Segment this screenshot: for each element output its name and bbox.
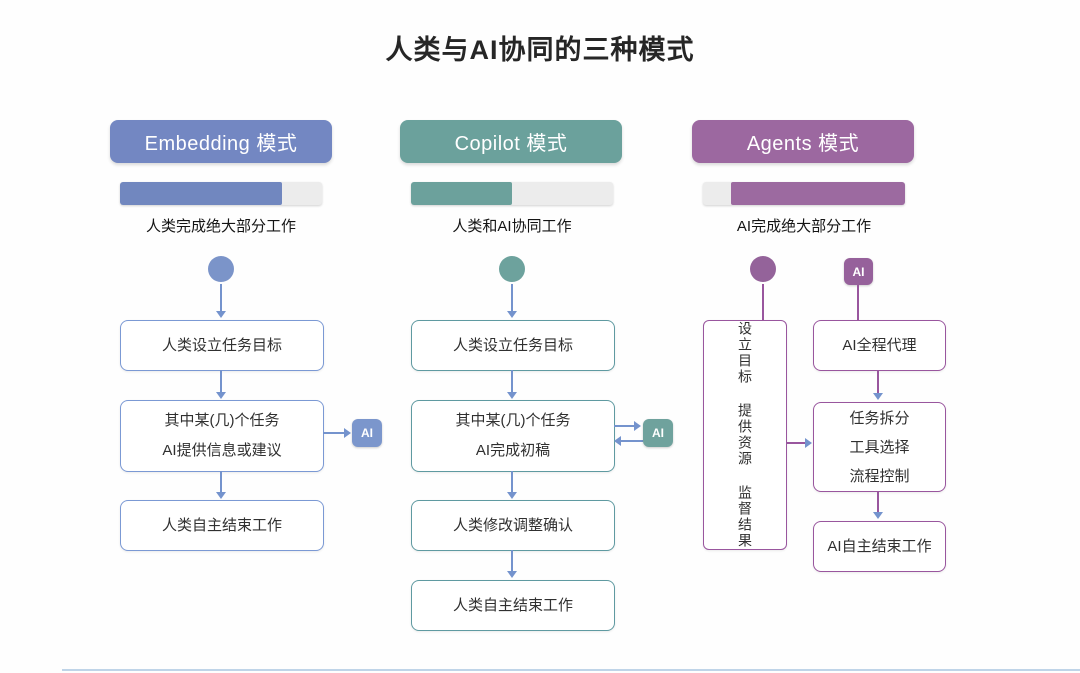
agents-mode-header: Agents 模式	[692, 120, 914, 163]
embedding-start-circle	[208, 256, 234, 282]
copilot-arrow-1	[507, 370, 517, 399]
copilot-progress-fill	[411, 182, 512, 205]
step-text: 人类自主结束工作	[161, 516, 282, 534]
embedding-step-box-1: 人类设立任务目标	[120, 320, 324, 371]
agents-human-role-box: 设立目标 提供资源 监督结果	[703, 320, 787, 550]
agents-ai-connector	[857, 285, 859, 320]
step-text: 人类设立任务目标	[452, 336, 573, 354]
embedding-step-box-2: 其中某(几)个任务 AI提供信息或建议	[120, 400, 324, 472]
step-text: 任务拆分	[849, 409, 910, 427]
agents-human-connector	[762, 284, 764, 320]
step-text: AI自主结束工作	[827, 537, 932, 555]
copilot-arrow-2	[507, 471, 517, 499]
embedding-arrow-1	[216, 370, 226, 399]
embedding-arrow-2	[216, 471, 226, 499]
copilot-ai-badge: AI	[643, 419, 673, 447]
copilot-step-box-3: 人类修改调整确认	[411, 500, 615, 551]
copilot-step-box-1: 人类设立任务目标	[411, 320, 615, 371]
embedding-arrow-start	[216, 284, 226, 318]
human-role-vertical-text: 设立目标 提供资源 监督结果	[737, 321, 753, 549]
agents-human-circle	[750, 256, 776, 282]
copilot-progress-bar	[411, 182, 613, 205]
copilot-step-box-4: 人类自主结束工作	[411, 580, 615, 631]
agents-arrow-1	[873, 370, 883, 400]
agents-step-box-1: AI全程代理	[813, 320, 946, 371]
bottom-border-line	[62, 669, 1080, 671]
agents-progress-label: AI完成绝大部分工作	[736, 218, 872, 235]
copilot-arrow-from-ai	[614, 436, 643, 446]
step-text: 流程控制	[849, 467, 910, 485]
copilot-start-circle	[499, 256, 525, 282]
agents-arrow-2	[873, 491, 883, 519]
step-text: 人类自主结束工作	[452, 596, 573, 614]
step-text: 人类设立任务目标	[161, 336, 282, 354]
agents-step-box-3: AI自主结束工作	[813, 521, 946, 572]
step-text: 人类修改调整确认	[452, 516, 573, 534]
copilot-mode-header: Copilot 模式	[400, 120, 622, 163]
step-text: AI完成初稿	[475, 442, 551, 459]
step-text: AI提供信息或建议	[162, 442, 282, 459]
step-text: 工具选择	[849, 438, 910, 456]
agents-step-box-2: 任务拆分 工具选择 流程控制	[813, 402, 946, 492]
embedding-progress-label: 人类完成绝大部分工作	[145, 218, 296, 235]
agents-progress-fill	[731, 182, 905, 205]
agents-ai-badge: AI	[844, 258, 873, 285]
agents-human-to-ai-arrow	[786, 438, 812, 448]
embedding-step-box-3: 人类自主结束工作	[120, 500, 324, 551]
diagram-title: 人类与AI协同的三种模式	[385, 35, 695, 65]
embedding-progress-fill	[120, 182, 282, 205]
copilot-arrow-3	[507, 550, 517, 578]
embedding-ai-badge: AI	[352, 419, 382, 447]
copilot-arrow-to-ai	[614, 421, 641, 431]
embedding-progress-bar	[120, 182, 322, 205]
step-text: 其中某(几)个任务	[164, 412, 280, 429]
copilot-step-box-2: 其中某(几)个任务 AI完成初稿	[411, 400, 615, 472]
step-text: AI全程代理	[842, 336, 917, 354]
copilot-progress-label: 人类和AI协同工作	[452, 218, 572, 235]
agents-progress-bar	[703, 182, 905, 205]
step-text: 其中某(几)个任务	[455, 412, 571, 429]
embedding-mode-header: Embedding 模式	[110, 120, 332, 163]
copilot-arrow-start	[507, 284, 517, 318]
embedding-arrow-to-ai	[323, 428, 351, 438]
